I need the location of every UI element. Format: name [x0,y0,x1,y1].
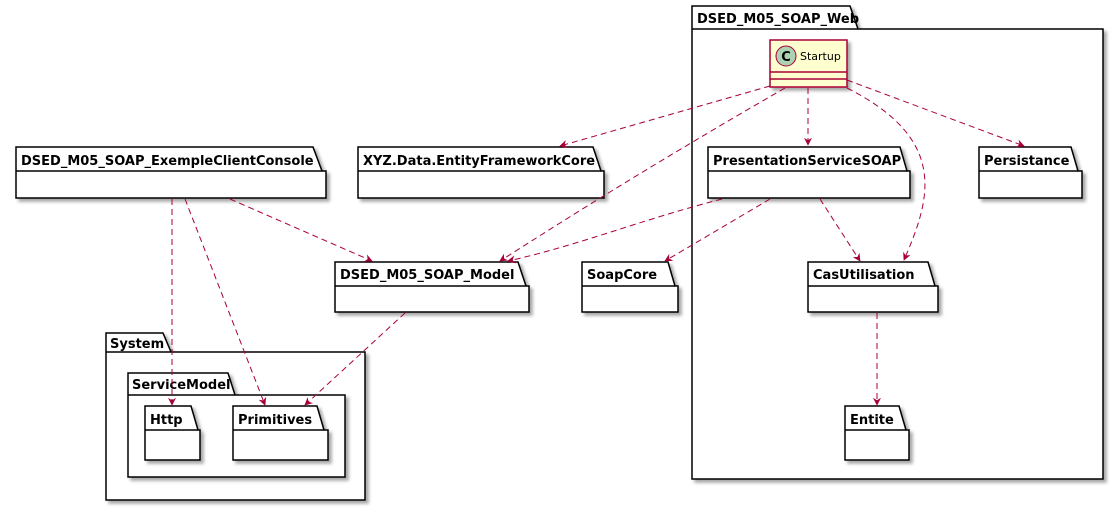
package-entite: Entite [844,405,910,461]
package-presentation-service-soap: PresentationServiceSOAP [707,146,911,199]
package-label-persistance: Persistance [984,154,1070,169]
package-client-console: DSED_M05_SOAP_ExempleClientConsole [15,146,327,199]
package-cas-utilisation: CasUtilisation [807,261,939,313]
package-http: Http [144,405,201,461]
dependency-presentation-to-model [507,198,723,264]
dependency-presentation-to-cas-utilisation [819,198,861,262]
package-label-model: DSED_M05_SOAP_Model [340,268,514,283]
package-persistance: Persistance [978,146,1083,199]
dependency-startup-to-xyz-data [559,85,771,148]
dependency-arrows [168,79,1025,406]
package-model: DSED_M05_SOAP_Model [334,261,530,313]
dependency-presentation-to-soapcore [664,198,771,262]
package-label-http: Http [150,413,183,428]
package-label-entite: Entite [850,413,894,428]
dependency-client-console-to-primitives [184,198,267,406]
package-label-web: DSED_M05_SOAP_Web [697,12,859,27]
class-stereotype-circle-icon [775,45,797,67]
dependency-startup-to-persistance [846,79,1025,148]
class-stereotype-letter: C [781,50,791,65]
dependency-client-console-to-model [229,198,373,262]
package-label-client-console: DSED_M05_SOAP_ExempleClientConsole [21,154,314,169]
package-label-service-model: ServiceModel [132,378,231,393]
package-soapcore: SoapCore [581,261,679,313]
package-label-system: System [110,337,164,352]
package-label-xyz-data: XYZ.Data.EntityFrameworkCore [363,154,595,169]
package-label-primitives: Primitives [238,413,312,428]
package-label-cas-utilisation: CasUtilisation [813,268,915,283]
class-startup: C Startup [769,39,848,88]
dependency-startup-to-model [499,87,786,262]
package-primitives: Primitives [232,405,329,461]
package-xyz-data: XYZ.Data.EntityFrameworkCore [357,146,605,199]
package-label-presentation: PresentationServiceSOAP [713,154,901,169]
package-dsed-m05-soap-web: DSED_M05_SOAP_Web [691,5,1104,480]
dependency-startup-to-cas-utilisation [846,87,926,261]
dependency-model-to-primitives [304,312,406,406]
package-label-soapcore: SoapCore [587,268,657,283]
class-name-startup: Startup [800,50,841,63]
